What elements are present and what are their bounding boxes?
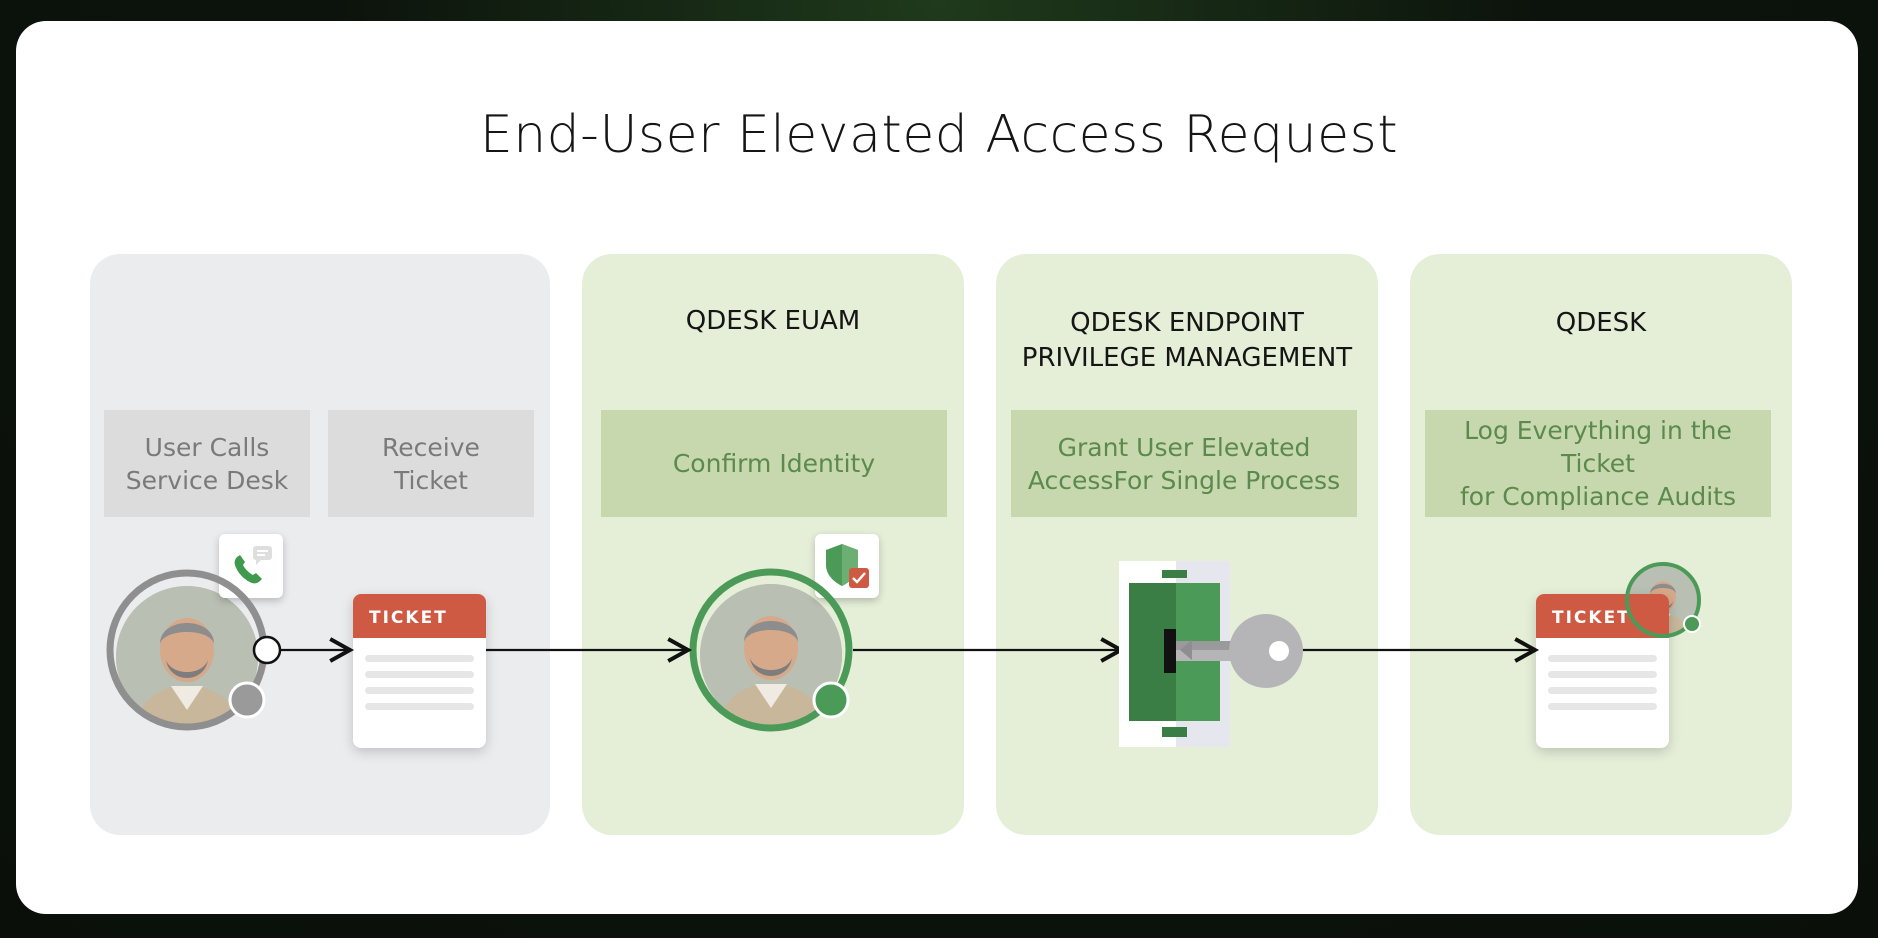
status-dot-verified bbox=[812, 681, 850, 719]
panel-euam: QDESK EUAM Confirm Identity bbox=[582, 254, 964, 835]
chat-bubble-icon bbox=[253, 546, 272, 560]
ticket-line bbox=[365, 703, 474, 710]
panel-epm: QDESK ENDPOINT PRIVILEGE MANAGEMENT Gran… bbox=[996, 254, 1378, 835]
step-label: User Calls Service Desk bbox=[125, 432, 289, 495]
step-receive-ticket: Receive Ticket bbox=[328, 410, 534, 517]
avatar-photo-icon bbox=[700, 584, 842, 726]
panel-heading: QDESK ENDPOINT PRIVILEGE MANAGEMENT bbox=[1021, 308, 1353, 373]
step-label: Confirm Identity bbox=[672, 449, 876, 478]
ticket-line bbox=[365, 687, 474, 694]
shield-badge bbox=[815, 534, 879, 598]
step-confirm-identity: Confirm Identity bbox=[601, 410, 947, 517]
shield-check-icon bbox=[826, 544, 869, 588]
ticket-line bbox=[365, 655, 474, 662]
step-label: Receive Ticket bbox=[382, 432, 480, 495]
flow-start-node bbox=[252, 635, 282, 665]
step-log-everything: Log Everything in the Ticket for Complia… bbox=[1425, 410, 1771, 517]
page-title: End-User Elevated Access Request bbox=[479, 105, 1399, 165]
ticket-line bbox=[365, 671, 474, 678]
ticket-header: TICKET bbox=[353, 594, 486, 638]
avatar-ring-small bbox=[1625, 562, 1701, 638]
key-icon bbox=[1176, 614, 1303, 688]
panel-heading: QDESK EUAM bbox=[685, 306, 861, 336]
ticket-card: TICKET bbox=[353, 594, 486, 748]
ticket-line bbox=[1548, 703, 1657, 710]
status-dot-small bbox=[1683, 615, 1701, 633]
ticket-line bbox=[1548, 655, 1657, 662]
phone-icon bbox=[234, 546, 272, 584]
verified-user-avatar bbox=[700, 584, 842, 726]
step-label: Log Everything in the Ticket for Complia… bbox=[1459, 416, 1736, 511]
panel-heading: QDESK bbox=[1555, 308, 1647, 338]
phone-badge bbox=[219, 534, 283, 598]
step-user-calls: User Calls Service Desk bbox=[104, 410, 310, 517]
status-dot bbox=[228, 681, 266, 719]
ticket-line bbox=[1548, 671, 1657, 678]
step-label: Grant User Elevated AccessFor Single Pro… bbox=[1027, 432, 1341, 495]
step-grant-access: Grant User Elevated AccessFor Single Pro… bbox=[1011, 410, 1357, 517]
avatar-ring-verified bbox=[689, 568, 853, 732]
ticket-line bbox=[1548, 687, 1657, 694]
